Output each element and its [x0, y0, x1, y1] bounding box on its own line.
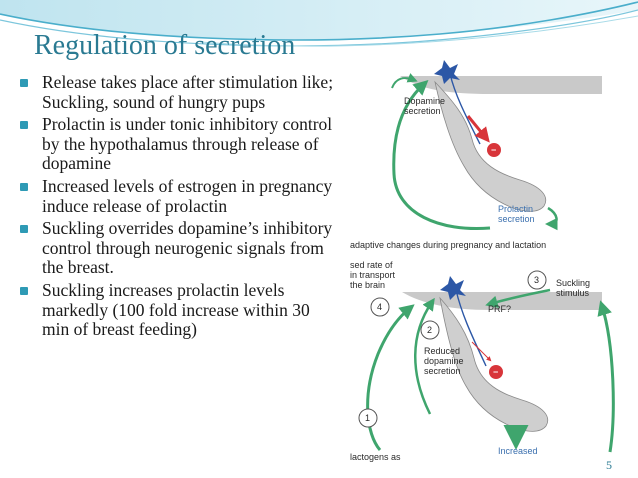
minus-sign-lower: −	[493, 367, 499, 377]
suckling-label: Suckling stimulus	[556, 278, 591, 298]
feedback-arrow	[392, 79, 491, 231]
bullet-icon	[20, 286, 28, 295]
bullet-icon	[20, 182, 28, 191]
header-swoosh-decoration	[0, 0, 638, 47]
step-circle	[358, 408, 378, 428]
pituitary-shape-lower	[439, 296, 548, 432]
bullet-text: Release takes place after stimulation li…	[42, 72, 334, 112]
page-number: 5	[606, 458, 612, 472]
bullet-item: Prolactin is under tonic inhibitory cont…	[20, 114, 340, 174]
reduced-dopamine-label: Reduced dopamine secretion	[424, 346, 464, 376]
slide-title: Regulation of secretion	[34, 30, 296, 61]
bullet-icon	[20, 225, 28, 234]
step-number: 3	[534, 275, 540, 285]
increased-label: Increased	[498, 446, 538, 456]
step-number: 4	[377, 302, 383, 312]
bullet-text: Suckling overrides dopamine’s inhibitory…	[42, 218, 333, 278]
bullet-item: Suckling increases prolactin levels mark…	[20, 279, 340, 340]
lactogen-arrow	[366, 304, 415, 451]
pituitary-shape	[434, 80, 546, 212]
dopamine-arrow	[466, 115, 490, 143]
bullet-icon	[20, 79, 28, 87]
dopamine-label: Dopamine secretion	[404, 96, 446, 116]
transport-label: sed rate of in transport the brain	[350, 260, 396, 290]
lactogens-label: lactogens as	[350, 452, 401, 462]
bullet-text: Suckling increases prolactin levels mark…	[42, 279, 310, 340]
figure-caption: adaptive changes during pregnancy and la…	[350, 240, 547, 250]
neuron-fiber-lower	[455, 289, 487, 367]
prolactin-regulation-figure: Dopamine secretion − Prolactin secretion…	[340, 54, 622, 466]
prf-arrow	[485, 288, 551, 308]
bullet-item: Release takes place after stimulation li…	[20, 72, 340, 112]
neuron-cell-icon	[434, 60, 460, 84]
reduced-dopamine-arrow	[471, 341, 492, 362]
inhibition-circle-icon	[487, 143, 501, 157]
bullet-text: Prolactin is under tonic inhibitory cont…	[42, 114, 333, 174]
bullet-text: Increased levels of estrogen in pregnanc…	[42, 175, 333, 216]
step-number: 1	[365, 413, 371, 423]
step-number: 2	[427, 325, 433, 335]
bullet-item: Suckling overrides dopamine’s inhibitory…	[20, 218, 340, 278]
minus-sign: −	[491, 145, 497, 155]
bullet-icon	[20, 121, 28, 130]
step-circle	[527, 270, 547, 290]
bullet-list: Release takes place after stimulation li…	[20, 72, 340, 343]
figure-illustration	[358, 60, 615, 453]
prf-label: PRF?	[488, 304, 512, 314]
transport-arrow	[414, 297, 435, 415]
neuron-cell-icon-lower	[440, 276, 466, 300]
prolactin-label: Prolactin secretion	[498, 204, 535, 224]
step-circle	[370, 297, 390, 317]
prolactin-arrow	[545, 206, 558, 231]
ascending-arrow	[391, 73, 418, 89]
bullet-item: Increased levels of estrogen in pregnanc…	[20, 175, 340, 216]
inhibition-circle-icon-lower	[489, 365, 503, 379]
hypothalamus-band	[400, 76, 602, 94]
suckling-arrow	[597, 300, 615, 453]
step-circle	[420, 320, 440, 340]
